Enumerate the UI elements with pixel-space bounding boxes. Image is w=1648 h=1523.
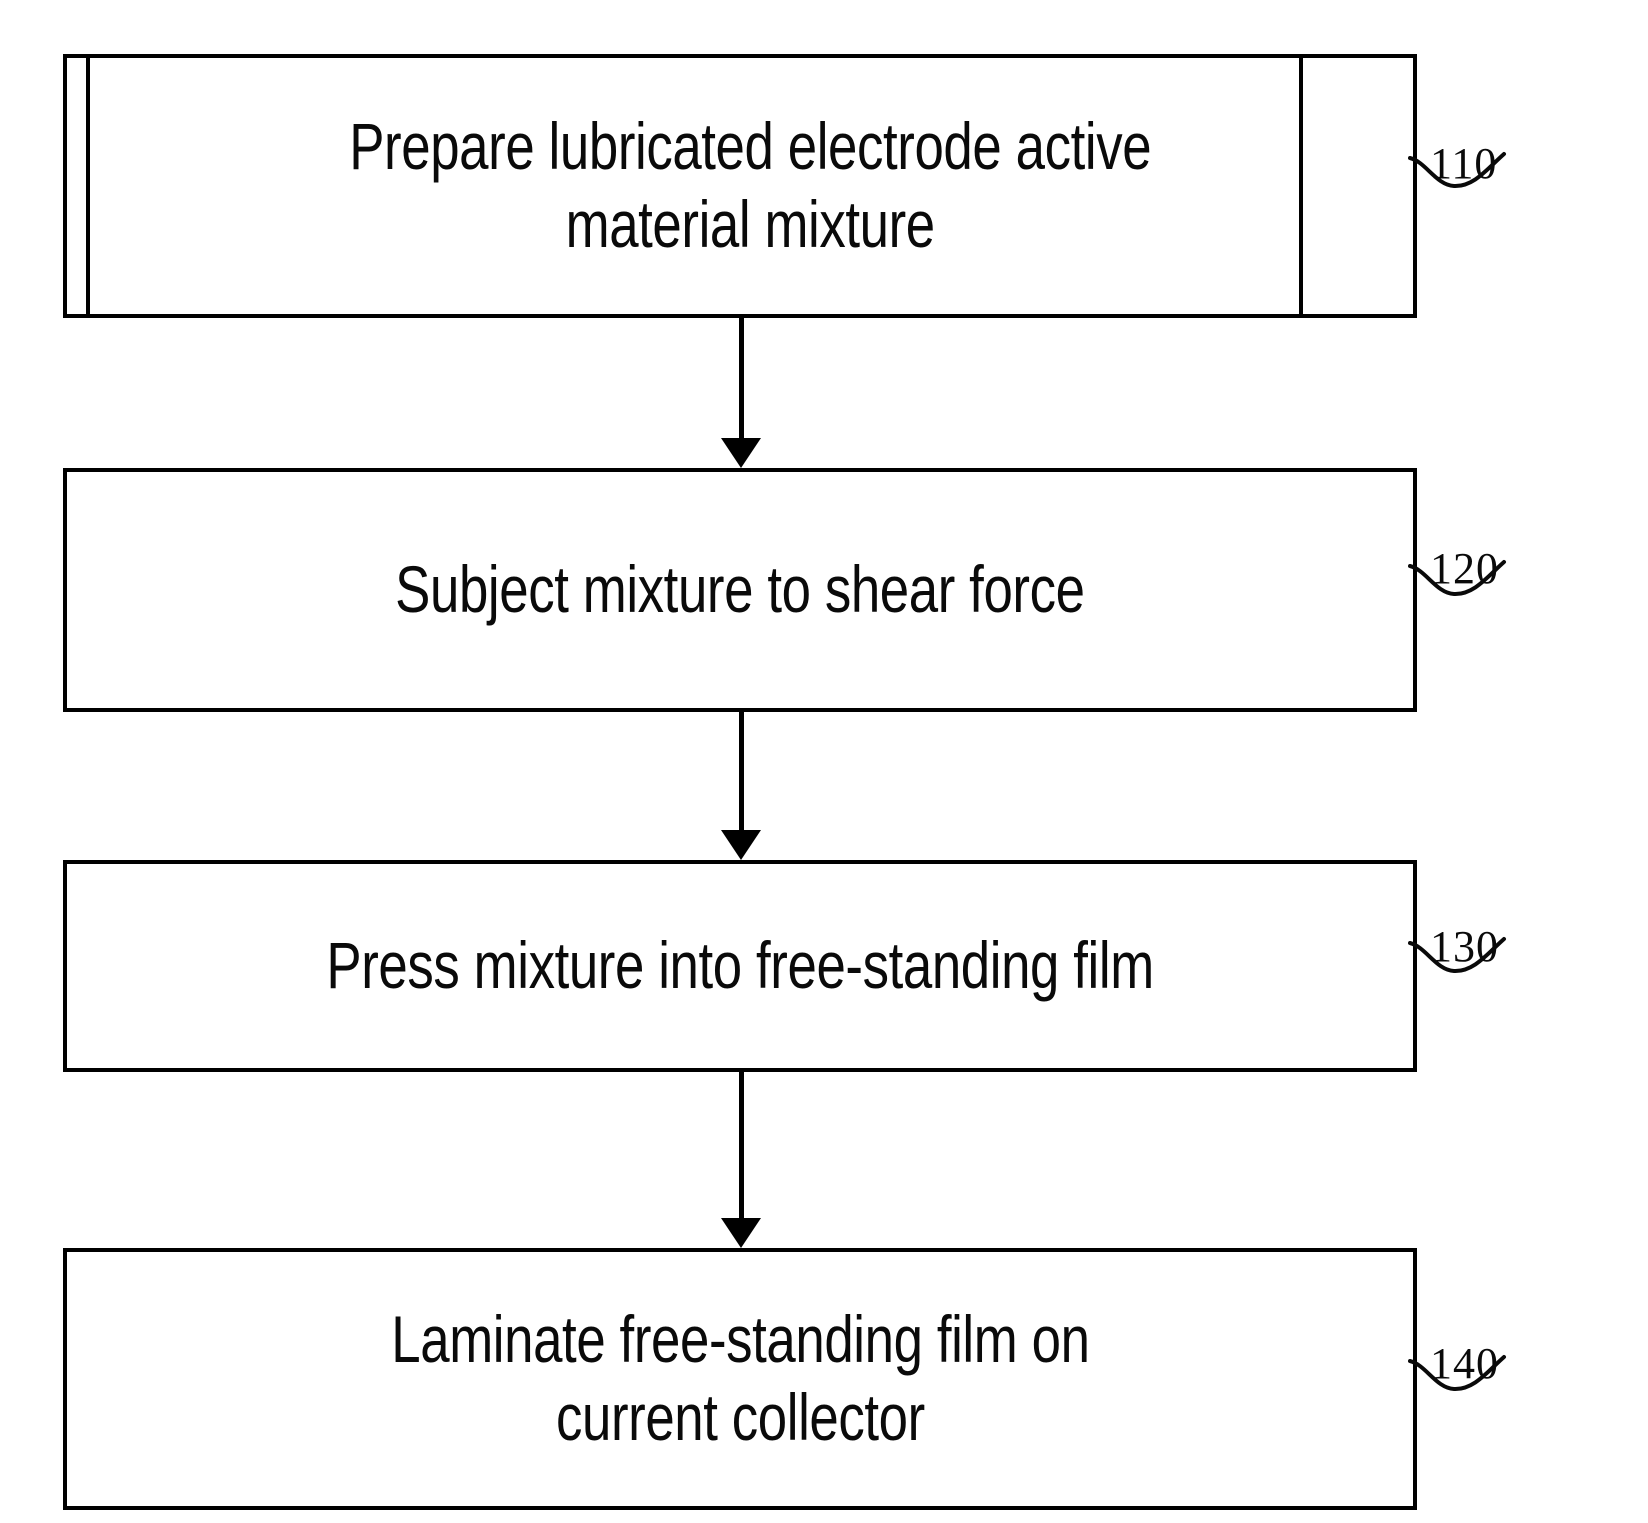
connector-120-130 [718, 712, 764, 860]
connector-stem [738, 712, 744, 832]
flow-box-label-step-120: Subject mixture to shear force [395, 552, 1085, 627]
arrowhead-icon [721, 438, 761, 468]
connector-stem [738, 318, 744, 440]
arrowhead-icon [721, 1218, 761, 1248]
flow-box-step-120: Subject mixture to shear force [63, 468, 1417, 712]
flow-box-step-110: Prepare lubricated electrode active mate… [63, 54, 1417, 318]
connector-110-120 [718, 318, 764, 468]
connector-130-140 [718, 1072, 764, 1248]
flow-box-label-step-110: Prepare lubricated electrode active mate… [349, 109, 1151, 261]
reference-numeral-110: 110 [1430, 139, 1498, 188]
reference-numeral-140: 140 [1430, 1339, 1499, 1388]
flow-box-label-step-140: Laminate free-standing film on current c… [390, 1302, 1090, 1454]
flow-box-label-step-130: Press mixture into free-standing film [326, 928, 1154, 1003]
arrowhead-icon [721, 830, 761, 860]
inner-panel-step-110 [86, 54, 1303, 318]
flow-box-step-140: Laminate free-standing film on current c… [63, 1248, 1417, 1510]
connector-stem [738, 1072, 744, 1220]
reference-numeral-120: 120 [1430, 544, 1499, 593]
flow-box-step-130: Press mixture into free-standing film [63, 860, 1417, 1072]
reference-numeral-130: 130 [1430, 922, 1499, 971]
